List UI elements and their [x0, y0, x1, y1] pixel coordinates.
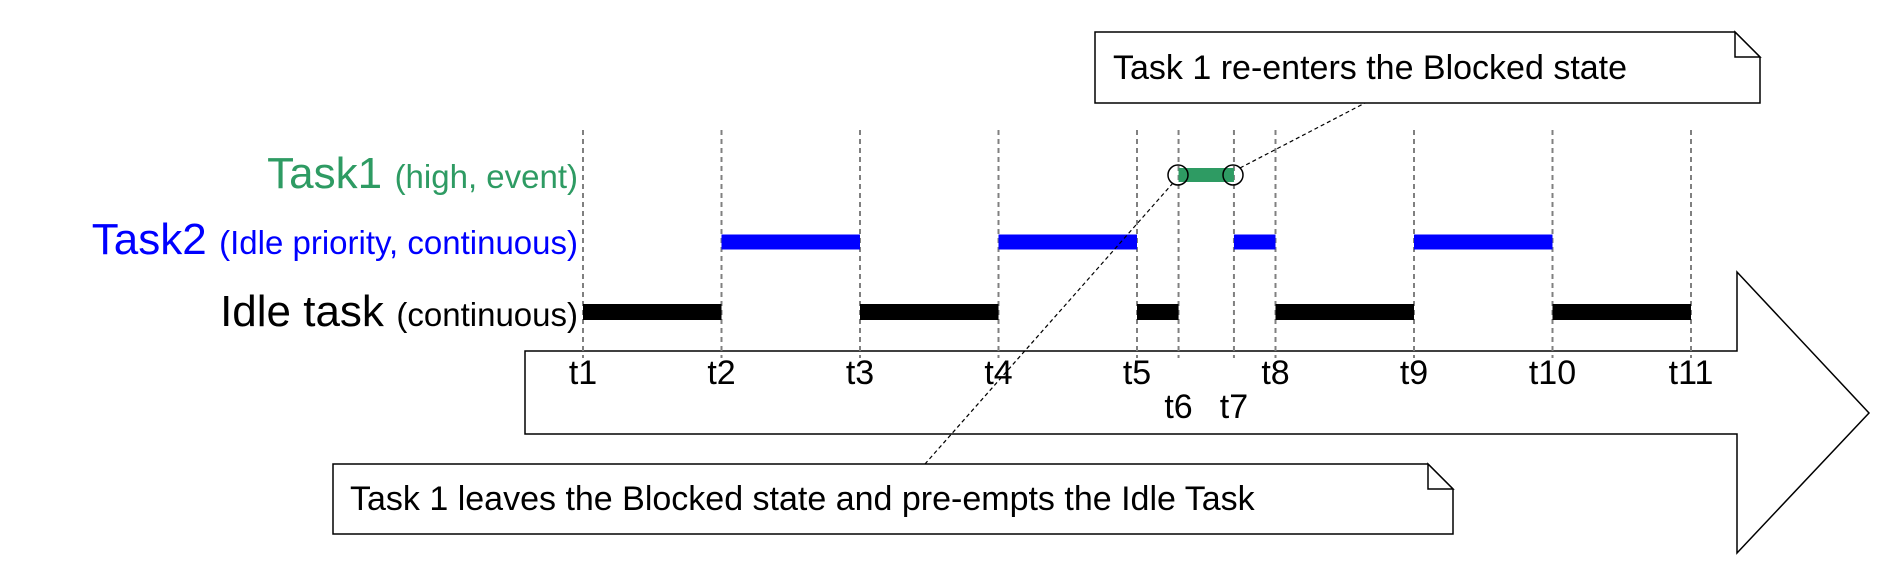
- reenter-callout: Task 1 re-enters the Blocked state: [1094, 30, 1762, 104]
- tick-label-t3: t3: [846, 354, 874, 392]
- task2-name: Task2: [92, 215, 207, 264]
- task1-name: Task1: [267, 149, 382, 198]
- task2-run-bar-3: [1233, 234, 1276, 250]
- idle-task-name: Idle task: [220, 287, 385, 336]
- tick-label-t5: t5: [1123, 354, 1151, 392]
- tick-label-t10: t10: [1529, 354, 1576, 392]
- tick-label-t9: t9: [1400, 354, 1428, 392]
- idle-run-bar-1: [583, 304, 722, 320]
- task2-run-bar-1: [721, 234, 860, 250]
- time-tick-labels: t1 t2 t3 t4 t5 t6 t7 t8 t9 t10 t11: [569, 354, 1714, 426]
- task2-run-bar-2: [998, 234, 1137, 250]
- leave-callout-text: Task 1 leaves the Blocked state and pre-…: [350, 480, 1256, 518]
- reenter-callout-text: Task 1 re-enters the Blocked state: [1113, 49, 1627, 87]
- task1-row-label: Task1 (high, event): [267, 149, 578, 198]
- idle-task-row-label: Idle task (continuous): [220, 287, 578, 336]
- task1-end-marker: [1222, 164, 1244, 186]
- execution-bars: [583, 168, 1691, 320]
- task1-run-bar-1: [1178, 168, 1234, 182]
- tick-label-t4: t4: [984, 354, 1012, 392]
- tick-label-t7: t7: [1220, 388, 1248, 426]
- task2-run-bar-4: [1414, 234, 1553, 250]
- idle-run-bar-3: [1137, 304, 1179, 320]
- task1-start-marker: [1167, 164, 1189, 186]
- task2-row-label: Task2 (Idle priority, continuous): [92, 215, 578, 264]
- reenter-leader-line: [1239, 102, 1366, 169]
- leave-callout: Task 1 leaves the Blocked state and pre-…: [332, 462, 1455, 535]
- tick-label-t2: t2: [707, 354, 735, 392]
- idle-run-bar-5: [1552, 304, 1691, 320]
- time-arrow: [524, 270, 1871, 555]
- idle-run-bar-2: [860, 304, 999, 320]
- tick-label-t8: t8: [1261, 354, 1289, 392]
- tick-label-t1: t1: [569, 354, 597, 392]
- task2-detail: (Idle priority, continuous): [219, 224, 578, 261]
- idle-task-detail: (continuous): [396, 296, 578, 333]
- idle-run-bar-4: [1275, 304, 1414, 320]
- task1-detail: (high, event): [395, 158, 578, 195]
- tick-label-t11: t11: [1669, 354, 1714, 392]
- tick-label-t6: t6: [1164, 388, 1192, 426]
